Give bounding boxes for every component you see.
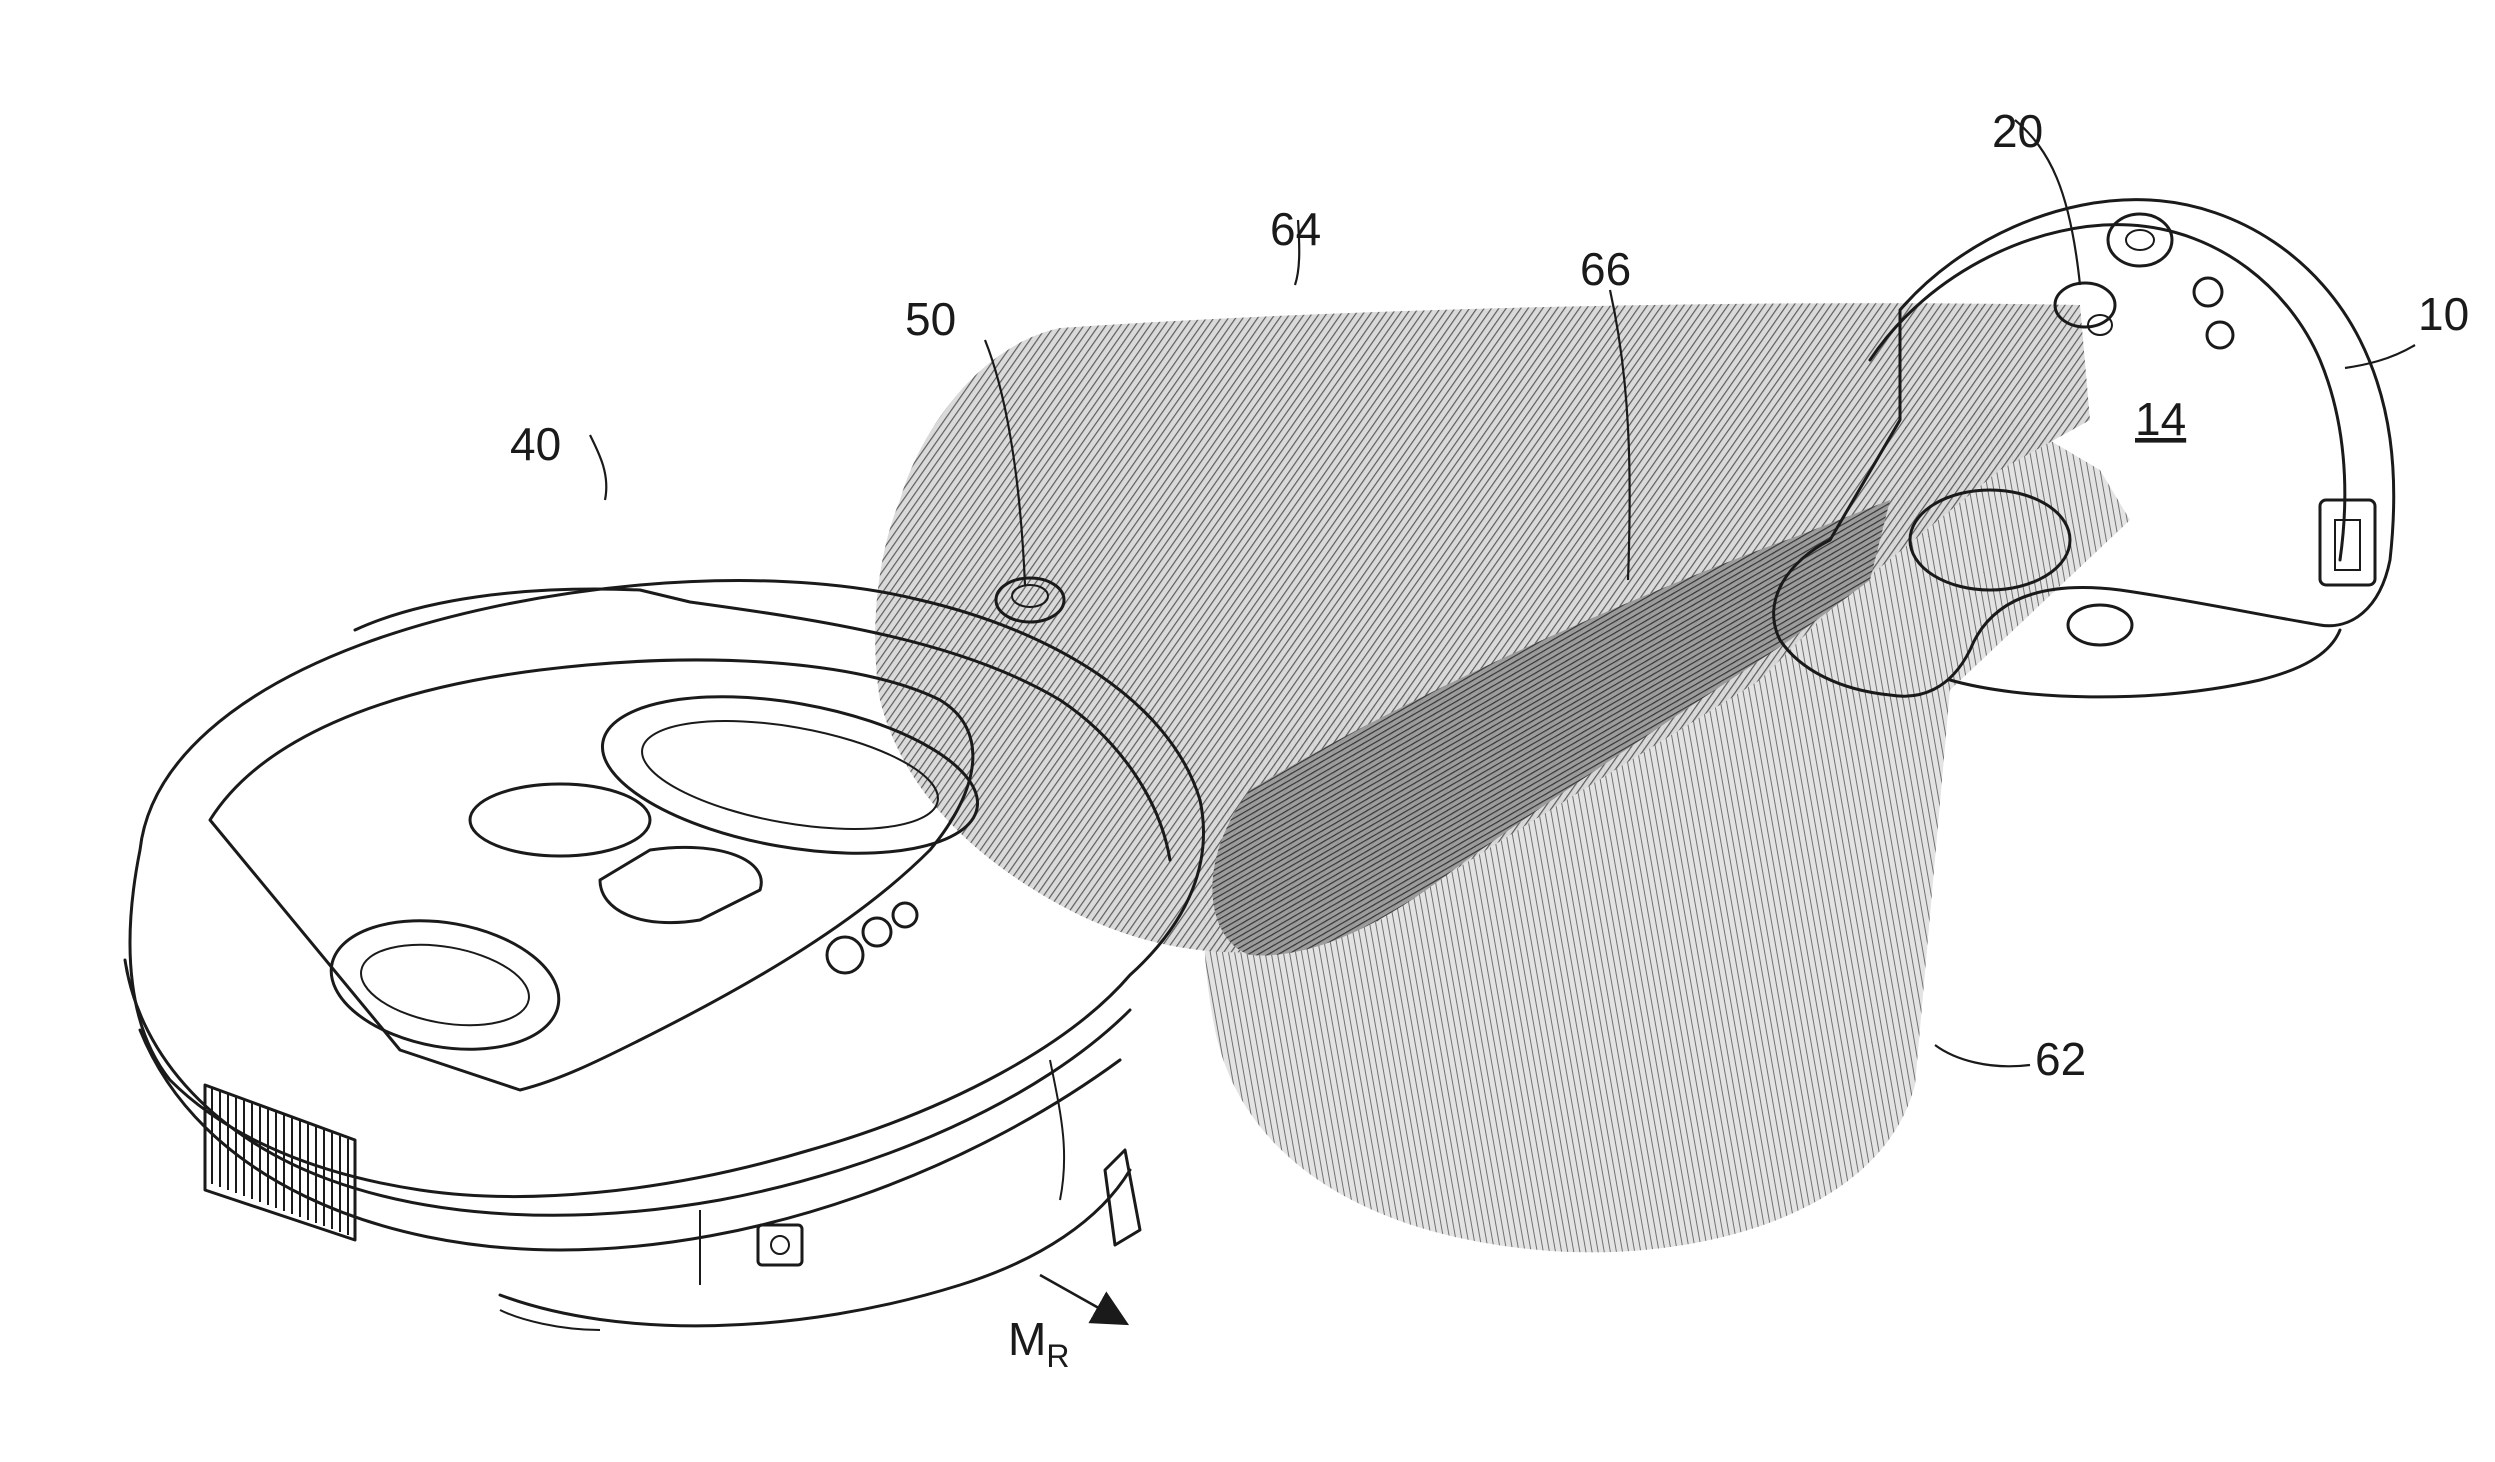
label-robot-40: 40 <box>510 418 561 470</box>
motion-letter: M <box>1008 1313 1046 1365</box>
beacon-lower-emitter <box>2068 605 2132 645</box>
beacon-top-button <box>2108 214 2172 266</box>
robot-button-left <box>470 784 650 856</box>
motion-arrow-group: MR <box>1008 1275 1120 1374</box>
beacon-led-2 <box>2207 322 2233 348</box>
label-field-64: 64 <box>1270 203 1321 255</box>
label-emitter-20: 20 <box>1992 105 2043 157</box>
label-body-14: 14 <box>2135 393 2186 445</box>
motion-label: MR <box>1008 1313 1069 1374</box>
robot-led-3 <box>893 903 917 927</box>
robot-rear-handle <box>321 904 569 1066</box>
label-emitter-50: 50 <box>905 293 956 345</box>
motion-subscript: R <box>1046 1338 1069 1374</box>
robot-rear-handle-inner <box>355 933 536 1037</box>
robot-port <box>758 1225 802 1265</box>
beacon-base <box>1950 630 2340 697</box>
label-beacon-10: 10 <box>2418 288 2469 340</box>
robot-grille <box>205 1085 355 1240</box>
robot-40-drawing <box>125 578 1204 1330</box>
motion-arrow <box>1040 1275 1120 1320</box>
label-field-66: 66 <box>1580 243 1631 295</box>
robot-led-1 <box>827 937 863 973</box>
robot-top-plate <box>210 660 973 1090</box>
robot-led-2 <box>863 918 891 946</box>
beacon-led-1 <box>2194 278 2222 306</box>
label-field-62: 62 <box>2035 1033 2086 1085</box>
robot-button-right <box>600 847 761 922</box>
beacon-connector <box>2320 500 2375 585</box>
emission-fields <box>875 303 2130 1252</box>
